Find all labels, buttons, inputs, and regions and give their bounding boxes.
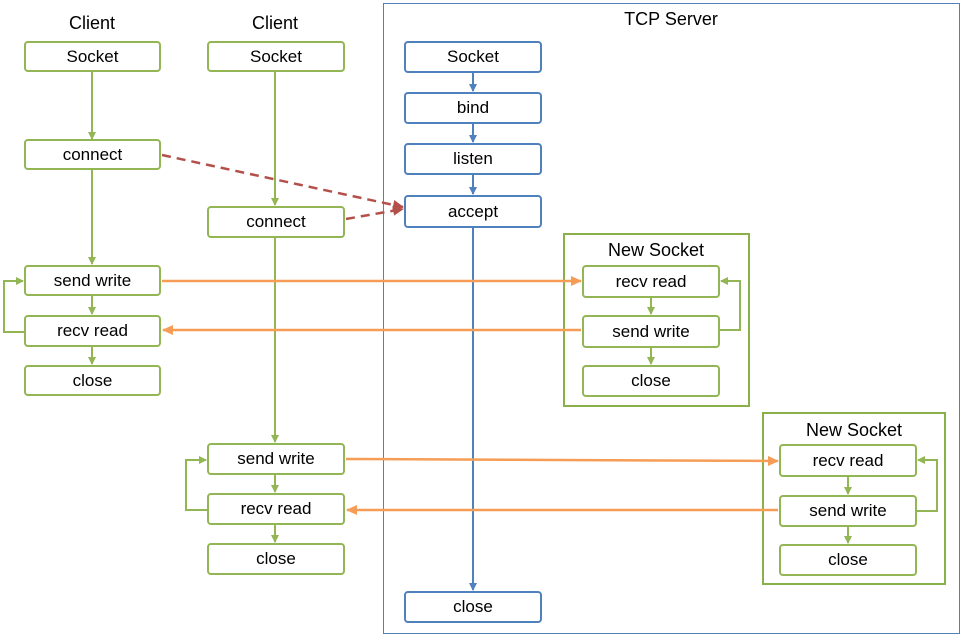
client1-close-box: close <box>24 365 161 396</box>
server-listen-box: listen <box>404 143 542 175</box>
client2-title: Client <box>251 13 299 33</box>
client2-send-write-box: send write <box>207 443 345 475</box>
ns1-send-write-box: send write <box>582 315 720 348</box>
tcp-server-title: TCP Server <box>624 9 718 29</box>
c2-send-data-arrow <box>345 455 779 466</box>
ns1-loop-back <box>720 277 741 331</box>
client2-close-box: close <box>207 543 345 575</box>
ns2-close-box: close <box>779 544 917 576</box>
c2-loop-back <box>185 456 207 511</box>
new-socket-2-frame <box>762 412 946 585</box>
ns1-recv-read-box: recv read <box>582 265 720 298</box>
client1-connect-box: connect <box>24 139 161 170</box>
server-close-box: close <box>404 591 542 623</box>
client1-send-write-box: send write <box>24 265 161 296</box>
server-bind-box: bind <box>404 92 542 124</box>
server-socket-box: Socket <box>404 41 542 73</box>
new-socket-2-title: New Socket <box>805 420 903 440</box>
client2-socket-box: Socket <box>207 41 345 72</box>
ns2-recv-read-box: recv read <box>779 444 917 477</box>
tcp-server-frame <box>383 3 960 634</box>
client1-socket-box: Socket <box>24 41 161 72</box>
client1-title: Client <box>68 13 116 33</box>
new-socket-1-title: New Socket <box>607 240 705 260</box>
ns2-send-write-box: send write <box>779 495 917 527</box>
new-socket-1-frame <box>563 233 750 407</box>
c1-connect-request-arrow <box>161 153 404 210</box>
server-accept-box: accept <box>404 195 542 228</box>
ns1-close-box: close <box>582 365 720 397</box>
client1-recv-read-box: recv read <box>24 315 161 347</box>
client2-recv-read-box: recv read <box>207 493 345 525</box>
client2-connect-box: connect <box>207 206 345 238</box>
ns2-loop-back <box>917 456 938 512</box>
c2-connect-request-arrow <box>345 205 404 221</box>
c1-loop-back <box>3 277 24 333</box>
